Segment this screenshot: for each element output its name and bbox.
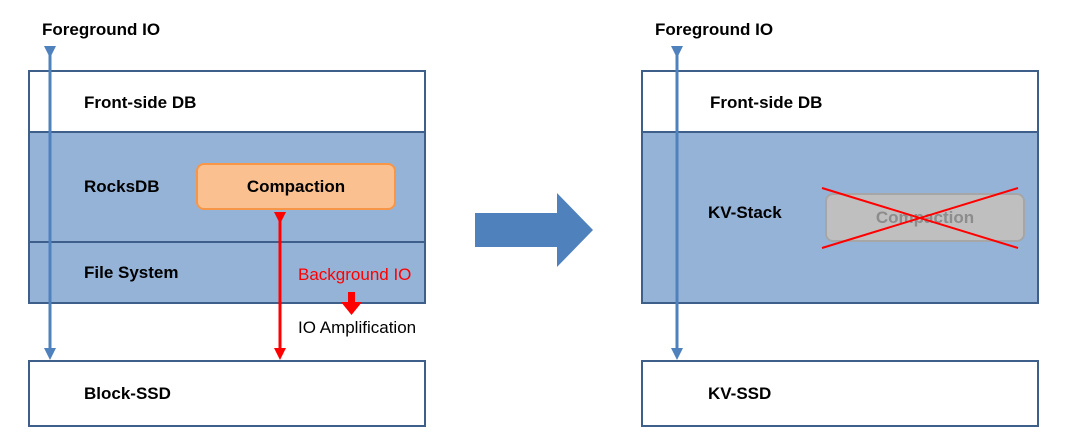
background-io-label: Background IO [298,265,412,284]
kv-ssd-layer [641,360,1039,427]
cross-out-mark [821,187,1019,249]
right-foreground-io-label: Foreground IO [655,20,774,39]
kv-stack-label: KV-Stack [708,203,782,222]
left-front-side-db-layer [28,70,426,133]
left-block-ssd-layer [28,360,426,427]
kv-ssd-label: KV-SSD [708,384,772,403]
file-system-label: File System [84,263,179,282]
rocksdb-label: RocksDB [84,177,160,196]
right-front-side-db-label: Front-side DB [710,93,823,112]
left-foreground-io-label: Foreground IO [42,20,161,39]
block-ssd-label: Block-SSD [84,384,171,403]
transition-arrow [475,193,593,267]
io-amplification-down-arrow [341,292,362,315]
left-front-side-db-label: Front-side DB [84,93,197,112]
compaction-box: Compaction [196,163,396,210]
left-file-system-layer [28,241,426,304]
io-amplification-label: IO Amplification [298,318,417,337]
compaction-label: Compaction [246,176,346,196]
